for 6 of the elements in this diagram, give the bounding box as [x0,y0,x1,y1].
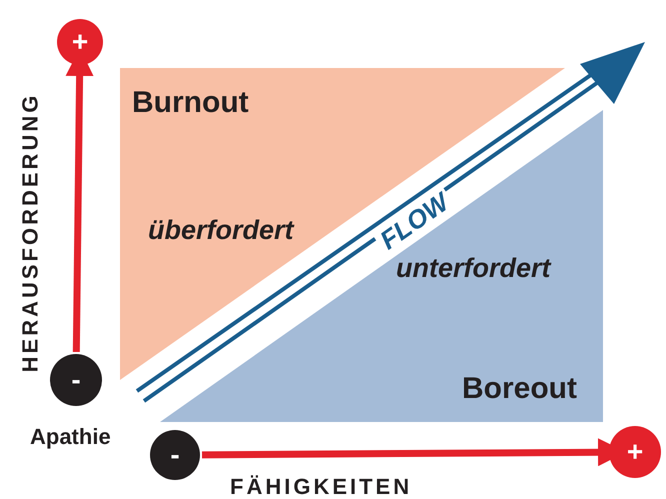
region-label: Burnout [132,85,249,121]
region-label: überfordert [148,214,294,247]
axis-title: FÄHIGKEITEN [230,473,412,499]
axis-title: HERAUSFORDERUNG [16,92,44,374]
region-label: Boreout [462,371,577,407]
corner-label: Apathie [30,423,111,451]
